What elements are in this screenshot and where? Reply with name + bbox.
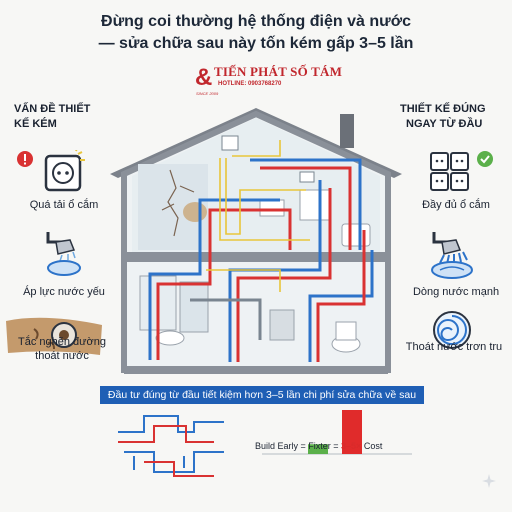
smooth-drain-icon: [433, 311, 471, 349]
electrical-panel: [221, 135, 239, 151]
left-heading-line1: VẤN ĐỀ THIẾT: [14, 103, 91, 115]
cost-formula: Build Early = Fixter = 3–5× Cost: [255, 441, 382, 451]
right-heading-line1: THIẾT KẾ ĐÚNG: [400, 103, 486, 115]
check-icon: [477, 151, 493, 167]
water-stain: [183, 202, 207, 222]
water-heater: [269, 309, 295, 341]
savings-banner: Đầu tư đúng từ đầu tiết kiệm hơn 3–5 lần…: [100, 386, 424, 404]
right-heading-line2: NGAY TỪ ĐẦU: [406, 118, 483, 130]
cost-comparison-chart: [262, 410, 412, 455]
multi-outlet-icon: [430, 152, 469, 191]
left-item-1-label: Quá tải ổ cắm: [29, 199, 99, 211]
right-item-1-label: Đầy đủ ổ cắm: [422, 199, 490, 211]
house-cutaway-illustration: [110, 108, 402, 374]
weak-shower-icon: [46, 232, 81, 276]
left-item-3-label-line1: Tắc nghẽn đường: [18, 336, 106, 348]
overloaded-outlet-icon: [44, 150, 85, 192]
right-item-2-label: Dòng nước mạnh: [412, 286, 500, 298]
sink: [341, 223, 371, 247]
ground-slab: [124, 366, 388, 374]
formula-prefix: Build Early = Fixter =: [255, 441, 342, 451]
formula-highlight: 3–5×: [341, 441, 362, 451]
svg-text:&: &: [195, 64, 212, 91]
toilet-left: [155, 330, 185, 346]
sparkle-icon: [482, 474, 496, 488]
right-item-3-label: Thoát nước trơn tru: [405, 341, 503, 353]
bar-build-early: [308, 444, 328, 454]
brand-name: TIẾN PHÁT SỐ TÁM: [214, 64, 343, 79]
formula-suffix: Cost: [361, 441, 383, 451]
pipe-layout-comparison-icon: [118, 415, 224, 477]
wall-crack: [161, 169, 195, 237]
brand-logo-icon: &: [195, 64, 212, 91]
wiring: [206, 140, 310, 292]
brand-hotline: HOTLINE: 0903768270: [218, 81, 282, 87]
clogged-drain-icon: [6, 317, 102, 355]
page-title: Đừng coi thường hệ thống điện và nước: [101, 13, 411, 30]
page-subtitle: — sửa chữa sau này tốn kém gấp 3–5 lần: [98, 35, 414, 52]
left-heading-line2: KẾ KÉM: [14, 118, 57, 130]
strong-shower-icon: [431, 232, 473, 279]
brand-since: SINCE 2009: [196, 91, 219, 96]
warning-icon: [17, 151, 33, 167]
bar-fix-later: [342, 410, 362, 454]
floor-slab: [124, 252, 388, 262]
left-item-2-label: Áp lực nước yếu: [23, 286, 105, 298]
left-item-3-label-line2: thoát nước: [35, 350, 89, 362]
chimney: [340, 114, 354, 148]
